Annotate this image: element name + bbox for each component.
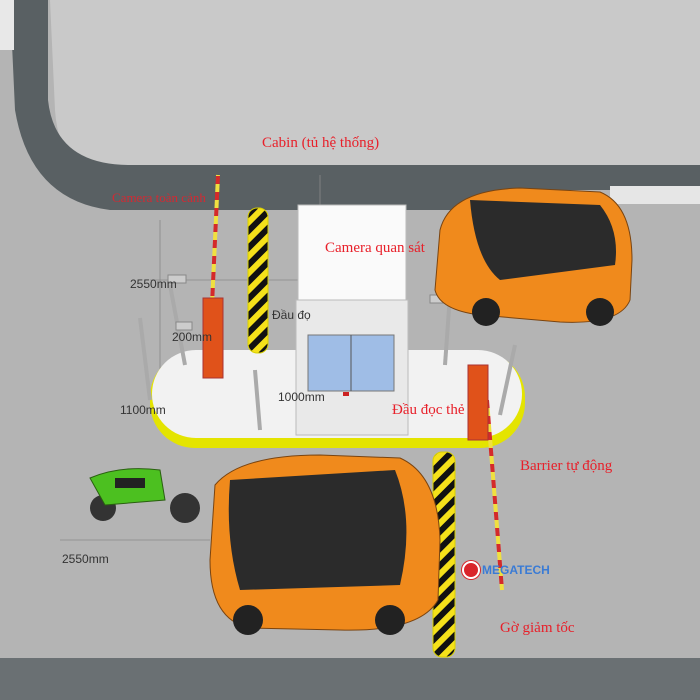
bottom-curb [0, 658, 700, 700]
car-top [434, 187, 633, 326]
barrier-body [467, 364, 489, 441]
label-card-reader-back: Đầu đọ [272, 308, 311, 322]
megatech-logo: MEGATECH [462, 561, 550, 579]
logo-text: MEGATECH [482, 563, 550, 577]
dimension-1000: 1000mm [278, 390, 325, 404]
label-card-reader: Đầu đọc thẻ [392, 402, 465, 418]
barrier-arm [210, 174, 220, 306]
dimension-2550-top: 2550mm [130, 277, 177, 291]
upper-road [50, 0, 700, 185]
safety-post [247, 207, 269, 354]
label-camera-overview: Camera toàn cảnh [112, 190, 206, 205]
barrier-body [202, 297, 224, 379]
dimension-1100: 1100mm [120, 403, 166, 417]
car-bottom [209, 454, 441, 635]
dimension-2550-bottom: 2550mm [62, 552, 109, 566]
label-cabin: Cabin (tủ hệ thống) [262, 135, 380, 151]
logo-icon [462, 561, 480, 579]
barrier-arm [485, 399, 504, 591]
label-barrier: Barrier tự động [520, 458, 613, 474]
dimension-200: 200mm [172, 330, 213, 344]
label-camera-observe: Camera quan sát [325, 240, 425, 256]
cabin [295, 204, 409, 436]
motorbike [89, 468, 200, 523]
label-speed-bump: Gờ giảm tốc [500, 620, 575, 636]
